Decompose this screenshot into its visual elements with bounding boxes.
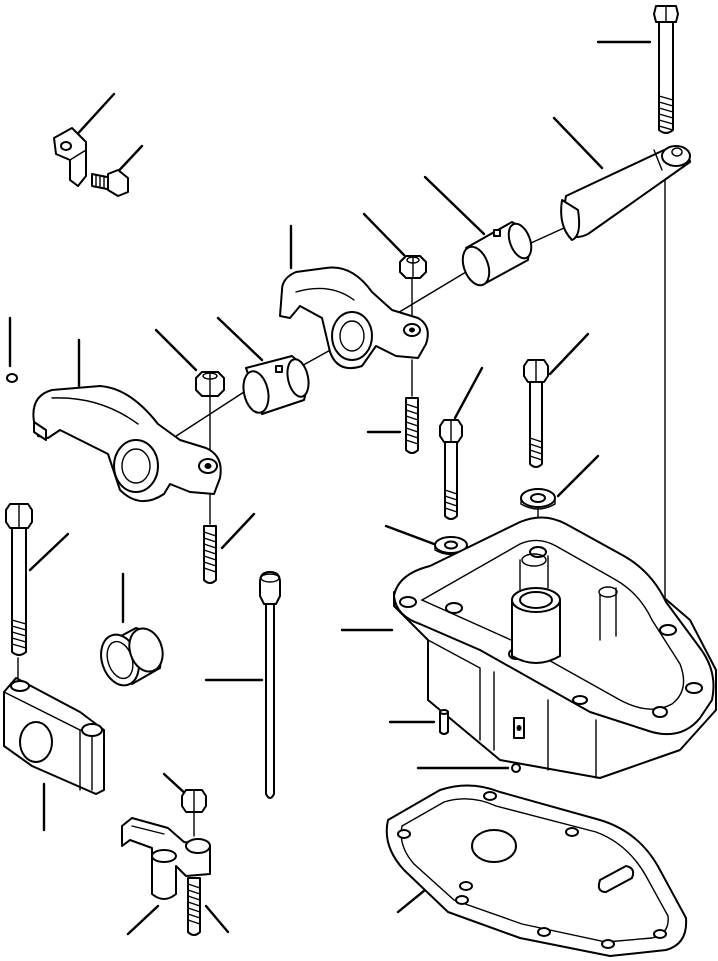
bolt-icon [5, 503, 33, 656]
leader-line [28, 532, 70, 572]
leader-line [556, 454, 600, 498]
leader-line [126, 904, 160, 936]
leader-line [423, 175, 486, 236]
leader-line [552, 116, 604, 170]
lever-icon [121, 817, 211, 900]
screw-icon [405, 397, 419, 454]
bolt-icon [653, 5, 679, 134]
bushing-icon [242, 355, 310, 415]
leader-line [548, 332, 590, 376]
leader-line [220, 512, 256, 550]
bolt-icon [523, 359, 549, 468]
leader-lines [8, 40, 652, 936]
rocker-arm-icon [279, 266, 429, 370]
ring-icon [100, 627, 164, 687]
nut-icon [195, 371, 225, 397]
push-rod-icon [259, 571, 281, 799]
bolt-icon [439, 419, 463, 520]
pin-icon [439, 709, 449, 735]
bolt-icon [91, 169, 129, 197]
alignment-line [169, 391, 245, 441]
plug-icon [6, 373, 18, 383]
screw-icon [187, 877, 201, 936]
leader-line [362, 212, 406, 257]
nut-icon [399, 255, 427, 279]
washer-icon [434, 536, 468, 556]
nut-icon [181, 789, 207, 813]
leader-line [70, 92, 116, 142]
bracket-icon [53, 127, 87, 187]
leader-line [204, 904, 230, 934]
leader-line [453, 366, 484, 420]
gasket-icon [385, 784, 688, 957]
bushing-icon [461, 221, 533, 287]
ball-icon [511, 763, 521, 773]
washer-icon [520, 488, 556, 510]
screw-icon [203, 525, 217, 584]
shaft-icon [560, 145, 691, 241]
rocker-arm-icon [32, 385, 222, 502]
housing-icon [393, 516, 717, 779]
leader-line [154, 328, 198, 372]
leader-line [384, 524, 436, 546]
block-icon [3, 677, 105, 795]
leader-line [216, 316, 264, 362]
